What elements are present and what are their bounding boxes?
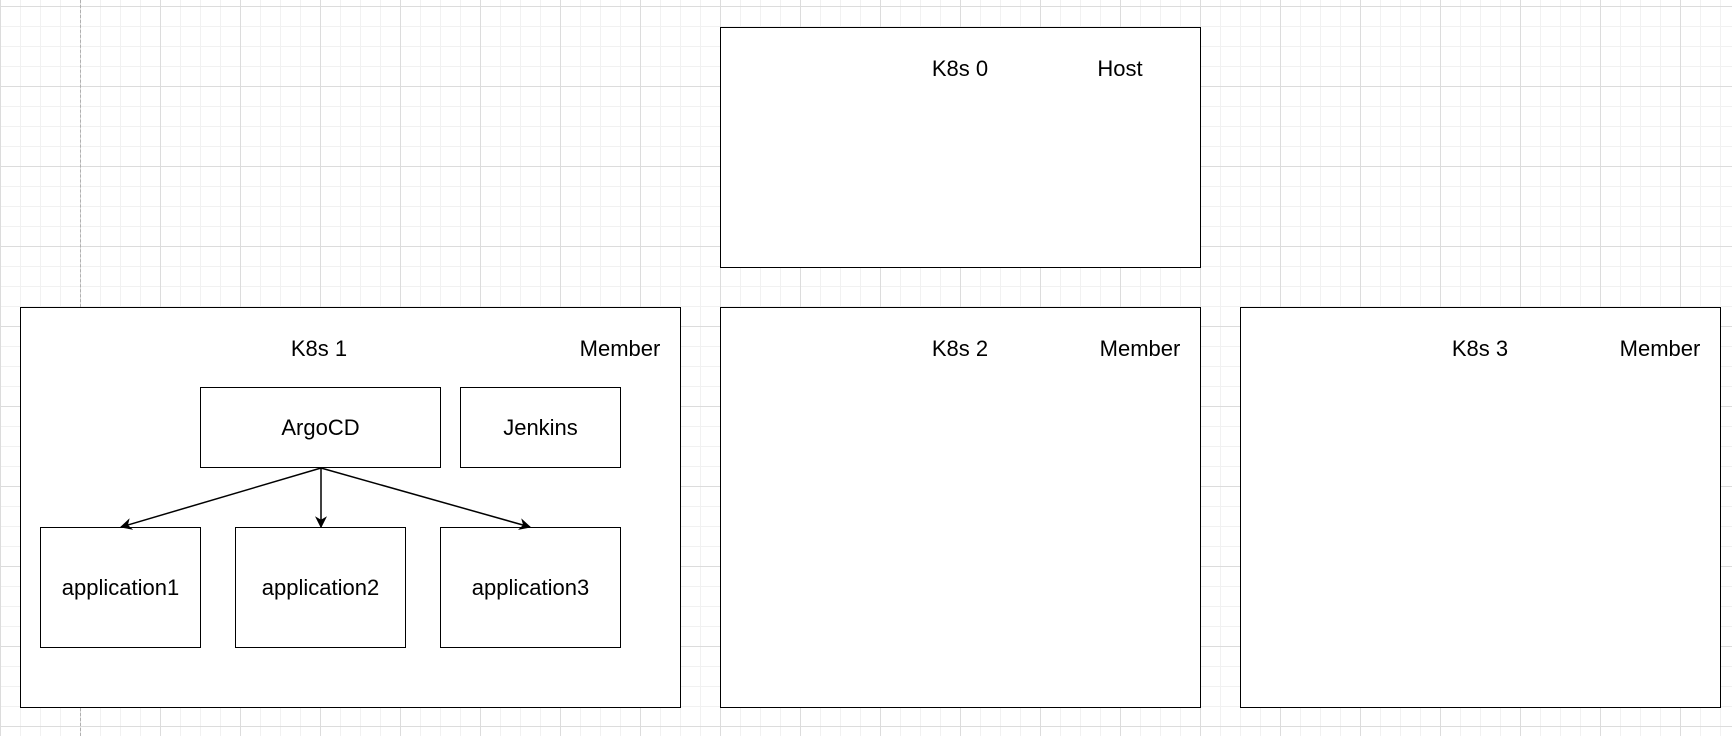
- cluster-k8s2-name: K8s 2: [931, 336, 989, 361]
- cluster-k8s0-name: K8s 0: [931, 56, 989, 81]
- cluster-k8s1-role: Member: [579, 336, 661, 361]
- cluster-k8s3-name: K8s 3: [1451, 336, 1509, 361]
- cluster-k8s0-box[interactable]: [720, 27, 1201, 268]
- cluster-k8s3-role: Member: [1619, 336, 1701, 361]
- edge-argocd-to-application1: [119, 467, 322, 530]
- application1-node[interactable]: application1: [40, 527, 201, 648]
- cluster-k8s1-name: K8s 1: [290, 336, 348, 361]
- cluster-k8s3-box[interactable]: [1240, 307, 1721, 708]
- jenkins-node[interactable]: Jenkins: [460, 387, 621, 468]
- application1-label: application1: [61, 574, 180, 600]
- application2-label: application2: [261, 574, 380, 600]
- jenkins-label: Jenkins: [503, 414, 578, 440]
- application3-node[interactable]: application3: [440, 527, 621, 648]
- edge-argocd-to-application3: [320, 467, 532, 530]
- cluster-k8s2-role: Member: [1099, 336, 1181, 361]
- argocd-node[interactable]: ArgoCD: [200, 387, 441, 468]
- cluster-k8s0-role: Host: [1097, 56, 1143, 81]
- application3-label: application3: [471, 574, 590, 600]
- argocd-label: ArgoCD: [281, 414, 360, 440]
- cluster-k8s2-box[interactable]: [720, 307, 1201, 708]
